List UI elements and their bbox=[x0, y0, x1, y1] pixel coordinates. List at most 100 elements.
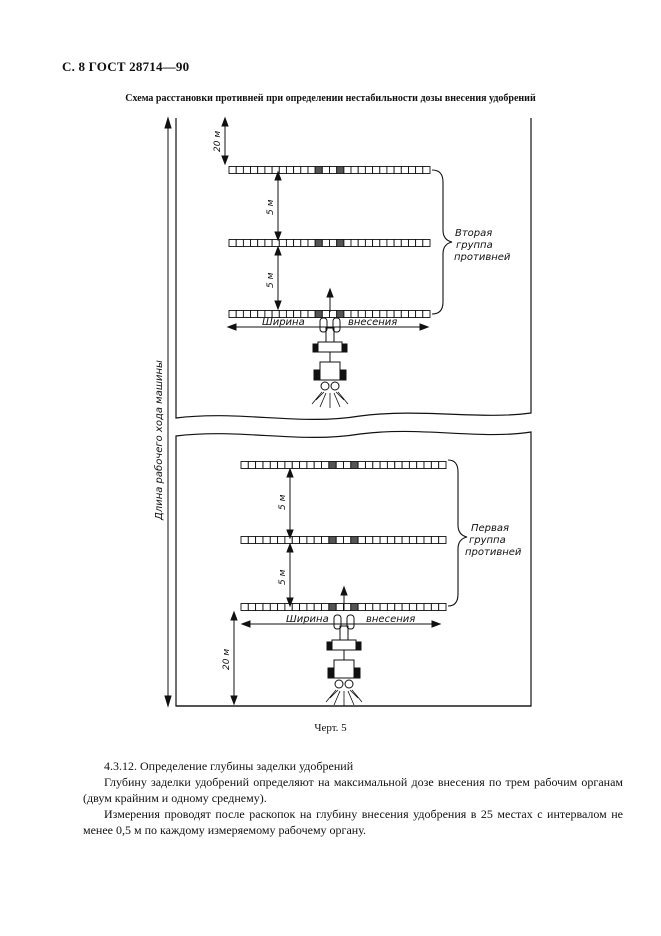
tray bbox=[408, 461, 418, 469]
tray bbox=[386, 166, 395, 174]
group-second-line1: Вторая bbox=[455, 228, 492, 239]
tray bbox=[438, 536, 447, 544]
tray bbox=[357, 239, 366, 247]
tray bbox=[343, 239, 352, 247]
vertical-dimension-label: Длина рабочего хода машины bbox=[153, 360, 165, 521]
tray bbox=[343, 603, 352, 611]
tray bbox=[394, 603, 403, 611]
tray bbox=[386, 461, 396, 469]
tray bbox=[300, 166, 309, 174]
tray bbox=[364, 239, 374, 247]
tray-row-second-group-3 bbox=[228, 310, 431, 318]
dim-5m-upper-1: 5 м bbox=[266, 199, 276, 215]
tray bbox=[242, 166, 252, 174]
section-heading: 4.3.12. Определение глубины заделки удоб… bbox=[104, 759, 354, 773]
tray bbox=[306, 461, 315, 469]
tray bbox=[400, 310, 409, 318]
group-second-line2: группа bbox=[456, 240, 493, 251]
tray bbox=[235, 310, 244, 318]
dim-5m-upper-2: 5 м bbox=[266, 272, 276, 288]
tray bbox=[379, 239, 388, 247]
tray bbox=[423, 603, 432, 611]
tray bbox=[350, 536, 359, 544]
tray bbox=[423, 536, 432, 544]
tray bbox=[357, 166, 366, 174]
tray bbox=[350, 239, 359, 247]
tray bbox=[313, 461, 322, 469]
tray bbox=[264, 239, 273, 247]
tray bbox=[372, 603, 381, 611]
tray-row-first-group-2 bbox=[240, 536, 447, 544]
tray bbox=[357, 461, 366, 469]
tray bbox=[416, 536, 425, 544]
tray bbox=[408, 603, 418, 611]
tray bbox=[415, 310, 424, 318]
tray bbox=[372, 461, 381, 469]
tray bbox=[416, 461, 425, 469]
spreader-machine-lower bbox=[325, 585, 363, 706]
tray bbox=[343, 536, 352, 544]
tray bbox=[329, 310, 338, 318]
page-header: С. 8 ГОСТ 28714—90 bbox=[62, 59, 190, 74]
tray bbox=[372, 166, 381, 174]
tray bbox=[293, 239, 302, 247]
tray bbox=[314, 166, 323, 174]
tray bbox=[394, 536, 403, 544]
tray bbox=[291, 603, 301, 611]
tray bbox=[255, 461, 264, 469]
tray bbox=[262, 603, 271, 611]
tray bbox=[277, 461, 286, 469]
tray bbox=[264, 166, 273, 174]
tray bbox=[438, 603, 447, 611]
tray bbox=[321, 603, 330, 611]
width-label-upper-1: Ширина bbox=[262, 317, 305, 328]
tray bbox=[401, 536, 410, 544]
tray bbox=[307, 239, 316, 247]
tray bbox=[393, 166, 402, 174]
width-label-lower-1: Ширина bbox=[286, 614, 329, 625]
tray bbox=[299, 603, 308, 611]
tray bbox=[357, 603, 366, 611]
tray bbox=[284, 603, 293, 611]
tray bbox=[328, 461, 337, 469]
tray bbox=[242, 310, 252, 318]
tray bbox=[314, 310, 323, 318]
group-second-line3: противней bbox=[454, 252, 511, 263]
tray bbox=[247, 461, 257, 469]
figure-label: Черт. 5 bbox=[314, 722, 347, 734]
tray bbox=[364, 166, 374, 174]
tray bbox=[423, 461, 432, 469]
tray bbox=[306, 603, 315, 611]
tray bbox=[321, 310, 330, 318]
tray bbox=[335, 461, 344, 469]
tray bbox=[372, 536, 381, 544]
width-label-lower-2: внесения bbox=[366, 614, 415, 625]
tray bbox=[336, 310, 345, 318]
tray bbox=[415, 166, 424, 174]
tray bbox=[250, 239, 259, 247]
tray bbox=[257, 166, 266, 174]
tray bbox=[438, 461, 447, 469]
tray bbox=[343, 461, 352, 469]
tray bbox=[284, 536, 293, 544]
tray bbox=[379, 461, 388, 469]
tray bbox=[379, 536, 388, 544]
tray bbox=[235, 239, 244, 247]
dim-5m-lower-2: 5 м bbox=[278, 569, 288, 585]
width-label-upper-2: внесения bbox=[348, 317, 397, 328]
tray bbox=[430, 536, 440, 544]
tray bbox=[386, 603, 396, 611]
tray bbox=[401, 461, 410, 469]
tray bbox=[240, 461, 249, 469]
tray bbox=[277, 603, 286, 611]
tray bbox=[329, 166, 338, 174]
tray bbox=[408, 536, 418, 544]
tray bbox=[393, 239, 402, 247]
tray bbox=[408, 166, 417, 174]
tray bbox=[255, 536, 264, 544]
group-first-line3: противней bbox=[465, 547, 522, 558]
tray bbox=[328, 536, 337, 544]
tray bbox=[422, 310, 431, 318]
tray bbox=[313, 536, 322, 544]
tray bbox=[357, 536, 366, 544]
